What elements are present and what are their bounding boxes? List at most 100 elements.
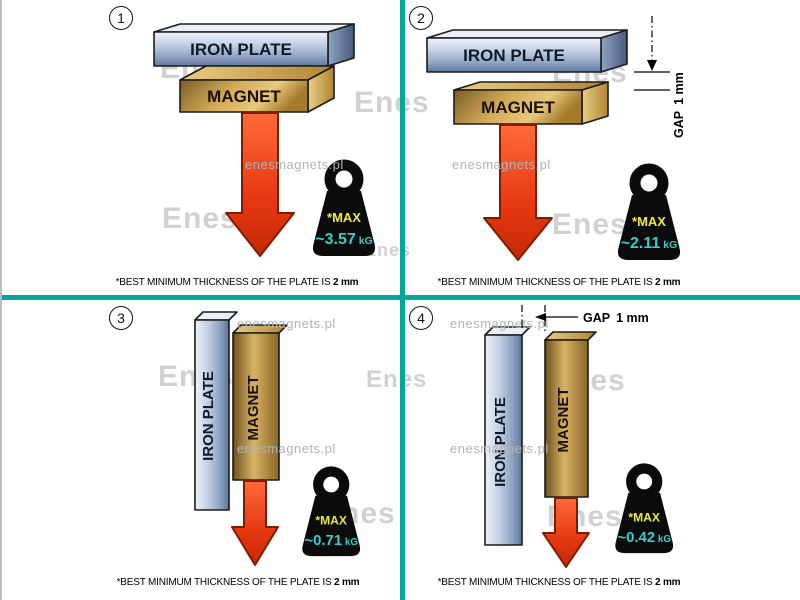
panel-1-number: 1	[109, 6, 133, 30]
footnote-text: *BEST MINIMUM THICKNESS OF THE PLATE IS	[437, 577, 653, 588]
weight-max-label: *MAX	[315, 514, 347, 528]
weight-max-label: *MAX	[628, 511, 660, 525]
footnote-bold: 2 mm	[333, 277, 359, 288]
force-number: ~0.42	[617, 530, 655, 546]
site-watermark: enesmagnets.pl	[450, 316, 549, 331]
pull-force-arrow	[542, 497, 590, 568]
gap-value: 1 mm	[672, 72, 686, 105]
iron-plate-front-face	[484, 334, 523, 546]
weight-max-label: *MAX	[632, 214, 666, 229]
panel-number-text: 1	[117, 10, 125, 26]
weight-max-label: *MAX	[327, 210, 361, 225]
dimension-arrow-left	[535, 313, 546, 321]
footnote-text: *BEST MINIMUM THICKNESS OF THE PLATE IS	[116, 577, 332, 588]
site-watermark: enesmagnets.pl	[245, 157, 344, 172]
iron-plate-label: IRON PLATE	[200, 371, 217, 461]
force-number: ~3.57	[315, 231, 356, 248]
force-unit: kG	[663, 239, 677, 251]
panel-number-text: 2	[417, 10, 425, 26]
footnote-bold: 2 mm	[334, 577, 360, 588]
iron-plate-front-face	[194, 319, 230, 511]
magnet: MAGNET	[232, 324, 288, 481]
horizontal-divider	[2, 295, 800, 300]
iron-plate-side-face	[327, 23, 355, 67]
force-number: ~0.71	[304, 533, 342, 549]
magnet-top-face	[544, 331, 597, 341]
iron-plate-label: IRON PLATE	[190, 40, 292, 59]
iron-plate-front-face	[153, 31, 329, 67]
site-watermark: enesmagnets.pl	[237, 441, 336, 456]
enes-logo-watermark: Enes	[162, 202, 238, 235]
panel-1-footnote: *BEST MINIMUM THICKNESS OF THE PLATE IS …	[100, 277, 374, 288]
dimension-arrow-down	[647, 60, 657, 71]
iron-plate-top-face	[194, 311, 238, 321]
footnote-bold: 2 mm	[655, 277, 681, 288]
enes-logo-watermark: Enes	[366, 366, 428, 393]
magnet-label: MAGNET	[245, 376, 262, 441]
vertical-divider	[400, 0, 405, 600]
panel-3-footnote: *BEST MINIMUM THICKNESS OF THE PLATE IS …	[102, 577, 374, 588]
iron-plate: IRON PLATE	[426, 29, 628, 73]
site-watermark: enesmagnets.pl	[237, 316, 336, 331]
gap-label: GAP 1 mm	[583, 311, 649, 325]
footnote-text: *BEST MINIMUM THICKNESS OF THE PLATE IS	[115, 277, 331, 288]
panel-2-number: 2	[409, 6, 433, 30]
iron-plate-front-face	[426, 37, 602, 73]
gap-dimension: GAP 1 mm	[634, 16, 686, 138]
gap-word: GAP	[583, 311, 610, 325]
magnet-side-face	[581, 81, 609, 125]
panel-2-footnote: *BEST MINIMUM THICKNESS OF THE PLATE IS …	[425, 277, 693, 288]
iron-plate: IRON PLATE	[194, 311, 238, 511]
magnet: MAGNET	[544, 331, 597, 498]
enes-logo-watermark: Enes	[354, 86, 430, 119]
site-watermark: enesmagnets.pl	[452, 157, 551, 172]
iron-plate-label: IRON PLATE	[463, 46, 565, 65]
force-unit: kG	[345, 537, 358, 548]
footnote-text: *BEST MINIMUM THICKNESS OF THE PLATE IS	[437, 277, 653, 288]
footnote-bold: 2 mm	[655, 577, 681, 588]
magnet-label: MAGNET	[481, 98, 555, 117]
panel-3-number: 3	[109, 306, 133, 330]
enes-logo-watermark: Enes	[364, 240, 412, 260]
magnet-front-face	[179, 79, 309, 113]
iron-plate-top-face	[153, 23, 355, 33]
iron-plate-top-face	[426, 29, 628, 39]
gap-dimension: GAP 1 mm	[521, 305, 649, 333]
magnet: MAGNET	[453, 81, 609, 125]
enes-logo-watermark: Enes	[552, 208, 628, 241]
panel-4-footnote: *BEST MINIMUM THICKNESS OF THE PLATE IS …	[425, 577, 693, 588]
gap-word: GAP	[672, 111, 686, 138]
iron-plate-label: IRON PLATE	[492, 397, 509, 487]
force-unit: kG	[359, 235, 373, 247]
magnet: MAGNET	[179, 65, 335, 113]
force-unit: kG	[658, 534, 671, 545]
iron-plate: IRON PLATE	[484, 326, 531, 546]
magnet-label: MAGNET	[207, 87, 281, 106]
force-number: ~2.11	[621, 235, 661, 252]
gap-label: GAP 1 mm	[672, 72, 686, 138]
panel-number-text: 3	[117, 310, 125, 326]
pull-force-arrow	[483, 124, 553, 261]
pull-force-arrow	[225, 112, 295, 257]
iron-plate: IRON PLATE	[153, 23, 355, 67]
magnet-label: MAGNET	[555, 388, 572, 453]
gap-value: 1 mm	[616, 311, 649, 325]
iron-plate-side-face	[600, 29, 628, 73]
pull-force-arrow	[231, 480, 279, 566]
magnet-front-face	[453, 89, 583, 125]
panel-number-text: 4	[417, 310, 425, 326]
site-watermark: enesmagnets.pl	[450, 441, 549, 456]
